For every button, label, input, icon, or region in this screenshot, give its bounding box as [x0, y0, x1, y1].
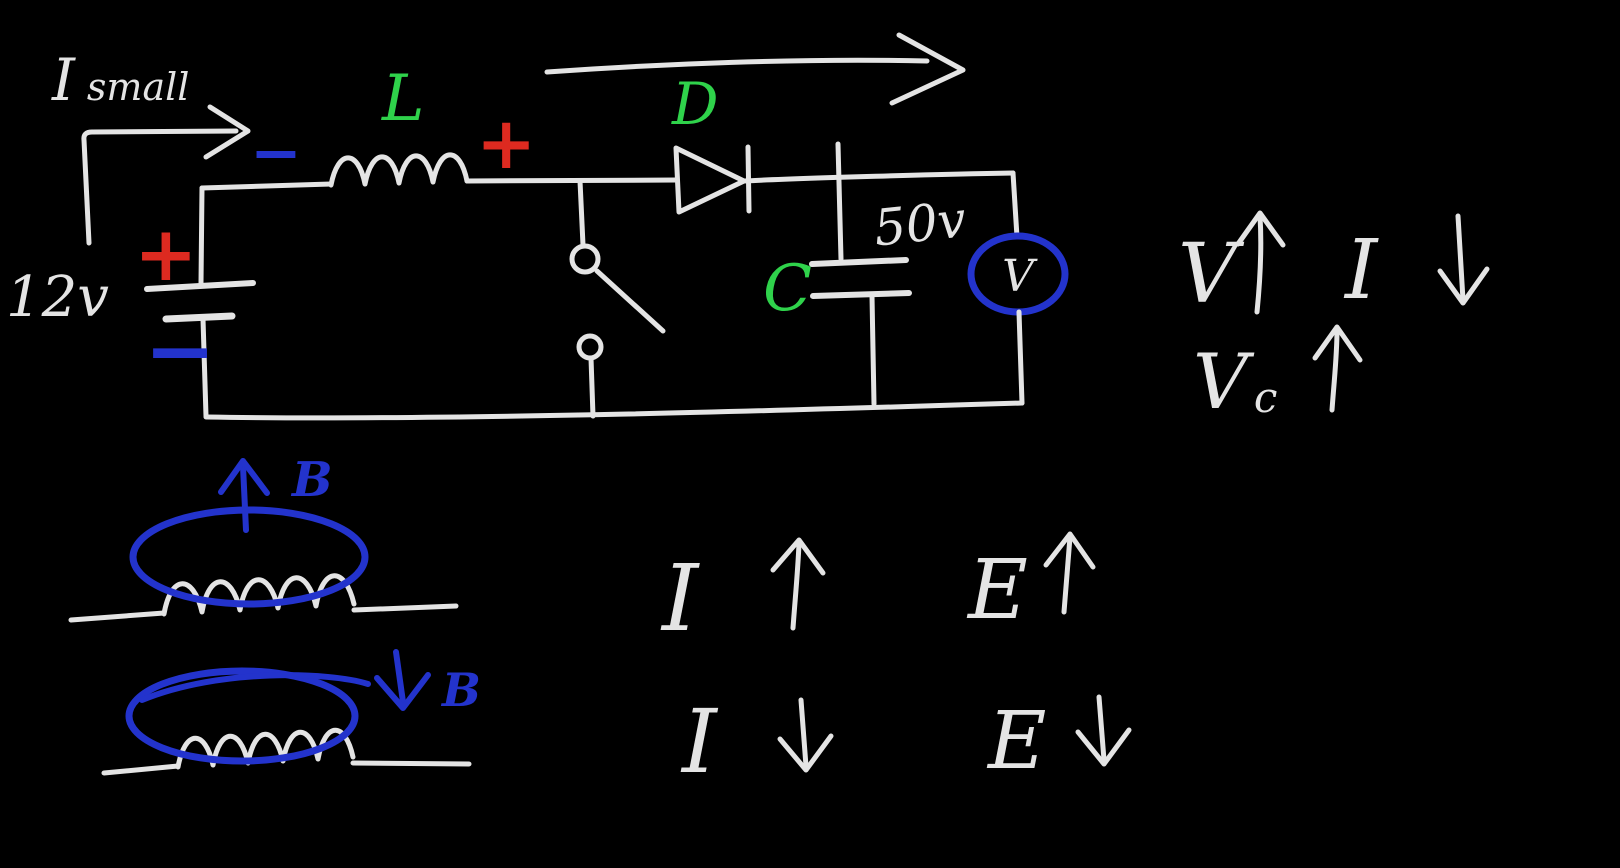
- note-current-down: I: [680, 690, 719, 793]
- wire-top-left: [199, 181, 334, 191]
- arrow-down-icon: [798, 697, 809, 769]
- inductor-field-down-sketch: B: [101, 649, 481, 776]
- arrow-up-icon: [790, 540, 802, 631]
- coil1-flux-loop: [129, 506, 369, 608]
- capacitor-voltage-label: 50v: [871, 190, 968, 257]
- diode-triangle: [673, 145, 747, 215]
- capacitor-top-lead: [835, 141, 844, 262]
- field-arrow-down-icon-head: [374, 672, 431, 711]
- coil2-left-wire: [101, 763, 181, 776]
- capacitor-top-plate: [809, 257, 909, 267]
- arrow-down-icon-head: [1437, 266, 1490, 306]
- arrow-down-icon-head: [777, 733, 834, 773]
- coil2-right-wire: [350, 760, 472, 767]
- wire-bottom: [203, 400, 1025, 421]
- wire-top-right: [741, 170, 1016, 184]
- wire-top-mid: [464, 177, 680, 184]
- note-emf-up: E: [966, 543, 1028, 638]
- inductor-coil: [328, 152, 470, 188]
- field-label-bottom: B: [440, 663, 481, 717]
- note-current-up: I: [660, 545, 700, 652]
- top-current-arrow-shaft: [544, 57, 930, 75]
- diode-label: D: [671, 70, 719, 138]
- switch-blade: [594, 268, 666, 334]
- coil1-right-wire: [351, 603, 459, 613]
- note-emf-down: E: [986, 694, 1046, 787]
- capacitor-bottom-plate: [810, 290, 912, 299]
- bottom-annotations: I E I E: [660, 531, 1132, 793]
- current-label-main: I: [51, 46, 76, 114]
- current-loop-arrow-shaft: [81, 128, 239, 246]
- current-label-sub: small: [87, 65, 190, 109]
- note-current: I: [1343, 223, 1379, 318]
- battery-plus-sign: +: [134, 209, 198, 298]
- arrow-up-icon-head: [770, 537, 826, 576]
- switch-top-lead: [577, 178, 586, 248]
- note-cap-voltage-sub: c: [1254, 373, 1278, 422]
- inductor-plus-sign: +: [476, 100, 536, 185]
- inductor-minus-sign: −: [250, 116, 302, 189]
- capacitor-label: C: [763, 252, 812, 326]
- field-arrow-down-icon: [393, 649, 406, 705]
- inductor-field-up-sketch: B: [68, 452, 459, 623]
- note-voltage: V: [1178, 227, 1245, 322]
- battery-top-lead: [198, 185, 205, 286]
- field-arrow-up-icon: [240, 463, 249, 533]
- arrow-up-icon-head: [1235, 210, 1286, 248]
- battery-bottom-lead: [200, 316, 209, 419]
- current-loop-arrow-head: [203, 104, 251, 160]
- capacitor-bottom-lead: [869, 293, 877, 407]
- coil2-flux-overstroke: [139, 672, 371, 703]
- arrow-up-icon-head: [1312, 324, 1363, 363]
- arrow-up-icon-head: [1043, 531, 1096, 570]
- arrow-down-icon-head: [1075, 727, 1132, 767]
- switch-bottom-contact: [576, 333, 604, 361]
- coil1-left-wire: [68, 610, 167, 623]
- arrow-down-icon: [1455, 213, 1466, 303]
- voltmeter-label: V: [1002, 251, 1038, 302]
- arrow-up-icon: [1254, 213, 1264, 315]
- battery-positive-plate: [144, 280, 256, 292]
- battery-negative-plate: [162, 312, 236, 323]
- note-cap-voltage-base: V: [1193, 337, 1255, 426]
- battery-minus-sign: −: [144, 300, 216, 401]
- battery-voltage-label: 12v: [6, 265, 109, 330]
- wire-right-lower: [1016, 309, 1025, 406]
- arrow-up-icon: [1329, 327, 1340, 413]
- arrow-up-icon: [1061, 534, 1073, 615]
- coil2-flux-loop: [125, 667, 359, 765]
- switch-bottom-lead: [588, 355, 596, 419]
- arrow-down-icon: [1096, 694, 1107, 763]
- field-arrow-up-icon-head: [218, 458, 270, 496]
- top-current-arrow-head: [889, 32, 966, 106]
- switch-top-contact: [569, 243, 601, 275]
- inductor-label: L: [381, 62, 425, 136]
- field-label-top: B: [290, 452, 333, 508]
- wire-right-upper: [1010, 170, 1020, 240]
